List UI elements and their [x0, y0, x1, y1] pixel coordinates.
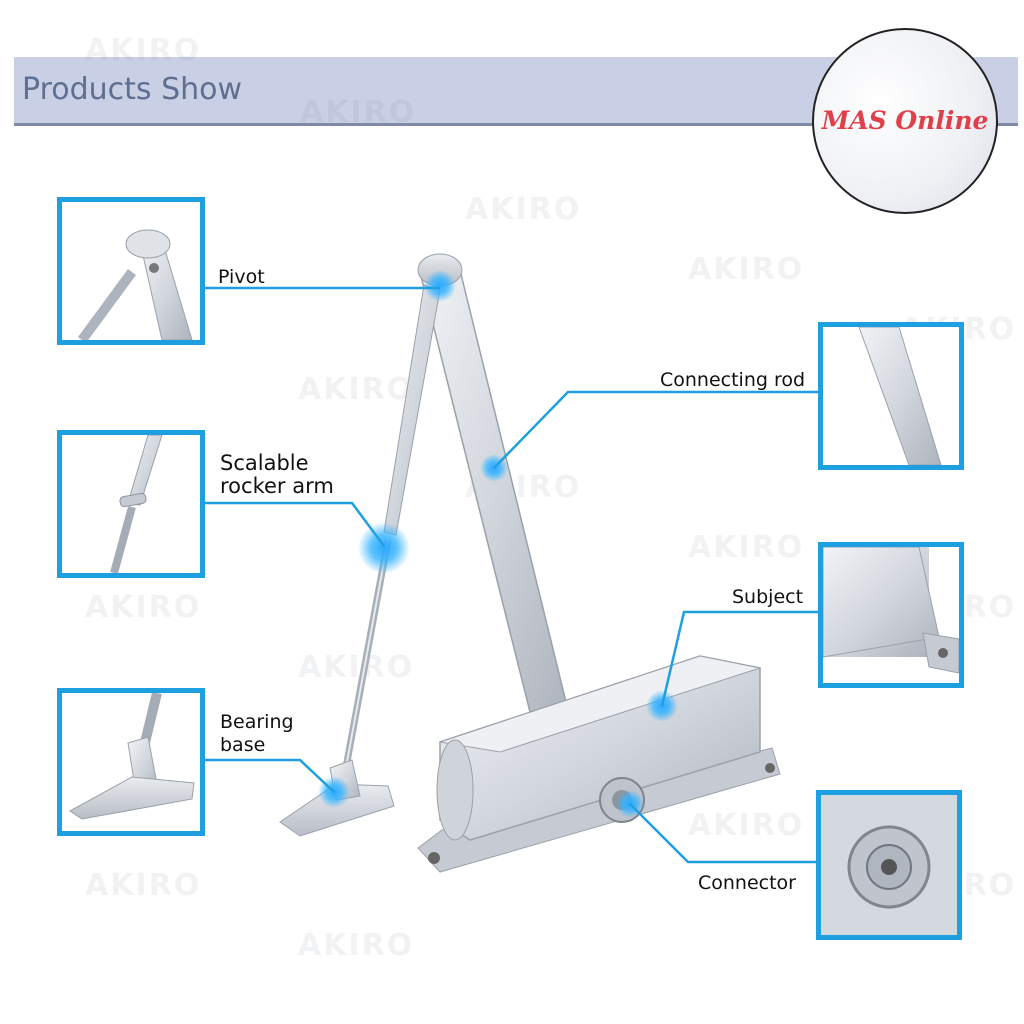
connecting-rod-part [418, 254, 566, 712]
subject-label: Subject [732, 585, 803, 609]
rocker-arm-detail-image [57, 430, 205, 578]
bearing-base-detail-image [57, 688, 205, 836]
pivot-marker [424, 270, 456, 302]
connecting-rod-callout-line [494, 392, 820, 468]
connector-label: Connector [698, 871, 796, 895]
bearing-base-label-line1: Bearing [220, 710, 294, 734]
pivot-label: Pivot [218, 265, 265, 289]
mas-online-logo: MAS Online [812, 28, 998, 214]
connecting-rod-detail-image [818, 322, 964, 470]
connecting-rod-label: Connecting rod [660, 368, 805, 392]
scalable-rocker-arm-label-line2: rocker arm [220, 474, 334, 498]
logo-text: MAS Online [814, 106, 996, 135]
subject-detail-image [818, 542, 964, 688]
pivot-detail-image [57, 197, 205, 345]
rocker-arm-callout-line [205, 503, 384, 546]
bearing-base-callout-line [205, 760, 334, 792]
bearing-base-label-line2: base [220, 733, 265, 757]
rocker-arm-marker [358, 522, 410, 574]
connector-detail-image [816, 790, 962, 940]
closer-body-part [418, 656, 780, 872]
scalable-rocker-arm-label-line1: Scalable [220, 451, 309, 475]
connector-callout-line [630, 804, 820, 862]
